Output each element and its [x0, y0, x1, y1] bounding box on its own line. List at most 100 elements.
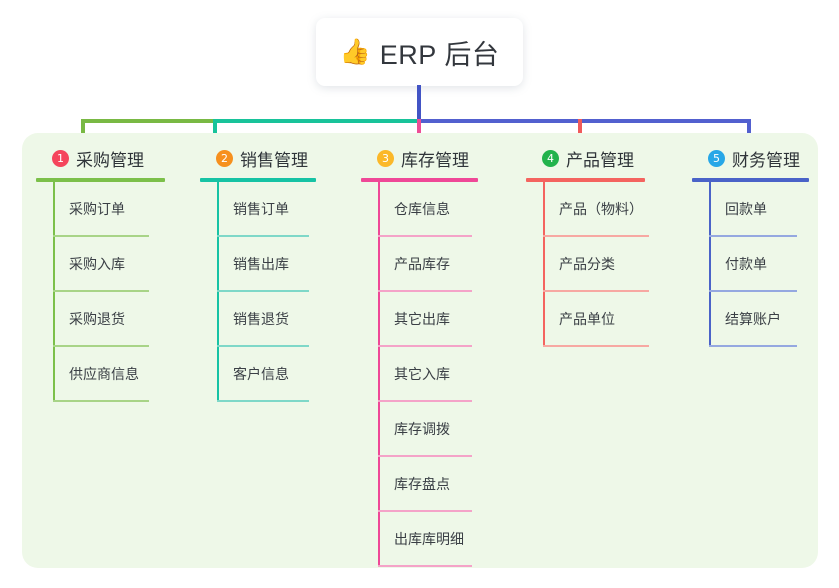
leaf-node[interactable]: 销售订单 — [200, 182, 349, 237]
branch-header-rule — [361, 178, 478, 182]
branch-column-2: 2 销售管理销售订单销售出库销售退货客户信息 — [188, 133, 349, 568]
bus-segment-teal — [213, 119, 419, 123]
leaf-node-label: 其它入库 — [394, 366, 450, 382]
branch-drop-1 — [81, 119, 85, 145]
leaf-node[interactable]: 结算账户 — [692, 292, 818, 347]
leaf-node[interactable]: 产品库存 — [361, 237, 514, 292]
branch-tree: 销售订单销售出库销售退货客户信息 — [200, 182, 349, 402]
leaf-node-rule — [378, 345, 472, 347]
leaf-node-rule — [378, 400, 472, 402]
leaf-node-label: 产品单位 — [559, 311, 615, 327]
root-node-title: ERP 后台 — [379, 39, 500, 70]
leaf-node-rule — [217, 400, 309, 402]
leaf-node-rule — [378, 290, 472, 292]
branch-column-3: 3 库存管理仓库信息产品库存其它出库其它入库库存调拨库存盘点出库库明细 — [349, 133, 514, 568]
branch-header-5[interactable]: 5 财务管理 — [692, 146, 818, 170]
branch-title: 库存管理 — [401, 150, 469, 170]
leaf-node[interactable]: 供应商信息 — [36, 347, 188, 402]
branch-header-4[interactable]: 4 产品管理 — [526, 146, 680, 170]
leaf-node-label: 产品库存 — [394, 256, 450, 272]
leaf-node-label: 付款单 — [725, 256, 767, 272]
branch-number-badge: 5 — [708, 149, 725, 167]
leaf-node[interactable]: 采购订单 — [36, 182, 188, 237]
branch-drop-2 — [213, 119, 217, 145]
branch-trunk-line — [217, 182, 219, 402]
branch-header-rule — [200, 178, 316, 182]
branch-number-badge: 2 — [216, 149, 233, 167]
leaf-node-label: 其它出库 — [394, 311, 450, 327]
branch-header-rule — [36, 178, 165, 182]
leaf-node[interactable]: 产品单位 — [526, 292, 680, 347]
leaf-node[interactable]: 库存调拨 — [361, 402, 514, 457]
leaf-node[interactable]: 其它出库 — [361, 292, 514, 347]
leaf-node-rule — [709, 345, 797, 347]
branch-header-3[interactable]: 3 库存管理 — [361, 146, 514, 170]
branch-tree: 仓库信息产品库存其它出库其它入库库存调拨库存盘点出库库明细 — [361, 182, 514, 567]
leaf-node-rule — [378, 455, 472, 457]
leaf-node[interactable]: 采购退货 — [36, 292, 188, 347]
leaf-node-label: 客户信息 — [233, 366, 289, 382]
leaf-node-label: 采购入库 — [69, 256, 125, 272]
branch-drop-4 — [578, 119, 582, 145]
branch-tree: 采购订单采购入库采购退货供应商信息 — [36, 182, 188, 402]
branch-tree: 回款单付款单结算账户 — [692, 182, 818, 347]
branch-trunk-line — [709, 182, 711, 347]
leaf-node-rule — [53, 345, 149, 347]
leaf-node[interactable]: 回款单 — [692, 182, 818, 237]
leaf-node[interactable]: 出库库明细 — [361, 512, 514, 567]
thumbs-up-icon: 👍 — [339, 37, 371, 66]
leaf-node[interactable]: 销售退货 — [200, 292, 349, 347]
leaf-node[interactable]: 客户信息 — [200, 347, 349, 402]
leaf-node-label: 产品分类 — [559, 256, 615, 272]
leaf-node-label: 出库库明细 — [394, 531, 464, 547]
leaf-node-rule — [709, 290, 797, 292]
leaf-node-rule — [378, 235, 472, 237]
leaf-node-rule — [53, 290, 149, 292]
leaf-node[interactable]: 采购入库 — [36, 237, 188, 292]
branch-drop-3 — [417, 119, 421, 145]
branch-tree: 产品（物料） 产品分类产品单位 — [526, 182, 680, 347]
branch-column-5: 5 财务管理回款单付款单结算账户 — [680, 133, 818, 568]
leaf-node-rule — [378, 510, 472, 512]
leaf-node-label: 销售退货 — [233, 311, 289, 327]
leaf-node-label: 销售订单 — [233, 201, 289, 217]
leaf-node[interactable]: 产品分类 — [526, 237, 680, 292]
branch-number-badge: 4 — [542, 149, 559, 167]
leaf-node-rule — [217, 290, 309, 292]
leaf-node-label: 库存盘点 — [394, 476, 450, 492]
branch-title: 财务管理 — [732, 150, 800, 170]
branch-header-rule — [692, 178, 809, 182]
leaf-node[interactable]: 库存盘点 — [361, 457, 514, 512]
leaf-node[interactable]: 销售出库 — [200, 237, 349, 292]
leaf-node[interactable]: 其它入库 — [361, 347, 514, 402]
leaf-node-rule — [543, 235, 649, 237]
leaf-node-label: 回款单 — [725, 201, 767, 217]
root-stem-connector — [417, 85, 421, 123]
branch-header-2[interactable]: 2 销售管理 — [200, 146, 349, 170]
leaf-node-label: 库存调拨 — [394, 421, 450, 437]
branch-title: 销售管理 — [240, 150, 308, 170]
leaf-node-rule — [217, 235, 309, 237]
bus-segment-blue — [417, 119, 751, 123]
branch-trunk-line — [53, 182, 55, 402]
branch-title: 产品管理 — [566, 150, 634, 170]
branch-number-badge: 3 — [377, 149, 394, 167]
leaf-node-label: 仓库信息 — [394, 201, 450, 217]
leaf-node-label: 销售出库 — [233, 256, 289, 272]
leaf-node-label: 采购退货 — [69, 311, 125, 327]
leaf-node-label: 采购订单 — [69, 201, 125, 217]
leaf-node-label: 结算账户 — [725, 311, 781, 327]
leaf-node[interactable]: 付款单 — [692, 237, 818, 292]
leaf-node-rule — [53, 235, 149, 237]
leaf-node-label: 供应商信息 — [69, 366, 139, 382]
leaf-node[interactable]: 仓库信息 — [361, 182, 514, 237]
leaf-node-label: 产品（物料） — [559, 201, 643, 217]
branch-drop-5 — [747, 119, 751, 145]
leaf-node-rule — [709, 235, 797, 237]
root-node[interactable]: 👍 ERP 后台 — [316, 18, 523, 86]
leaf-node[interactable]: 产品（物料） — [526, 182, 680, 237]
